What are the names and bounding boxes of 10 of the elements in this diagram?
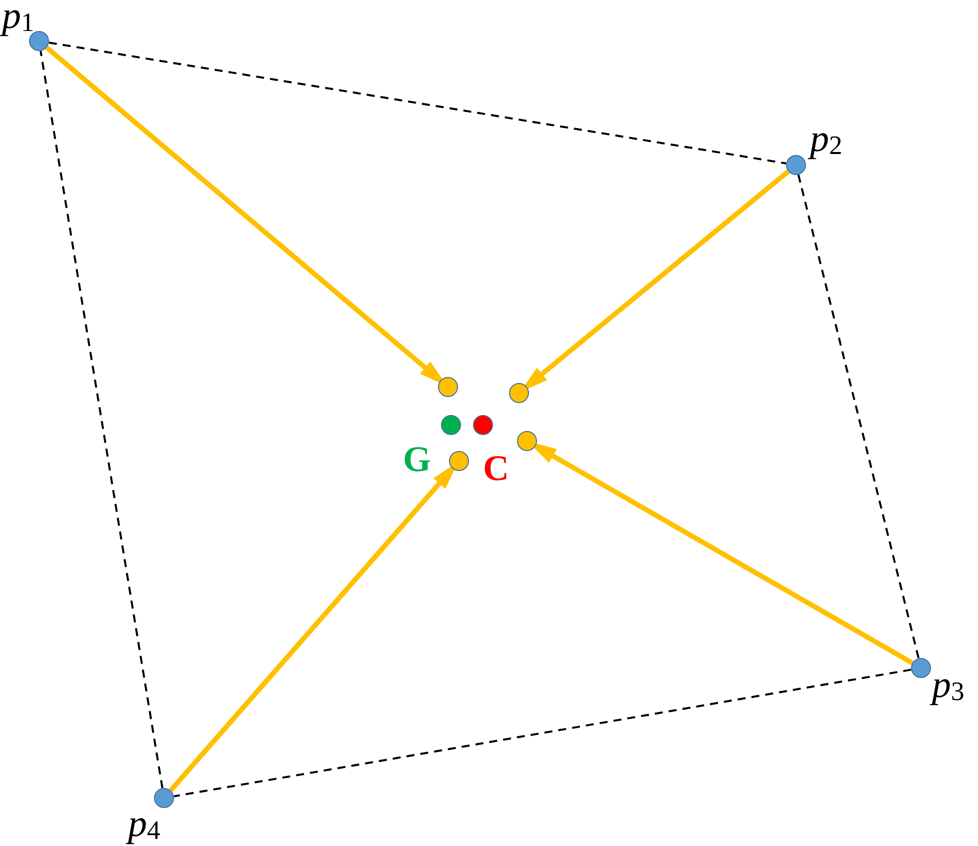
dashed-line <box>797 174 920 659</box>
point-label: G <box>403 441 432 477</box>
point-label: p$_{2}$ <box>810 123 842 160</box>
point-label: C <box>483 450 509 486</box>
point-label: p$_{3}$ <box>932 669 964 706</box>
dashed-line <box>40 50 164 788</box>
dashed-line <box>48 42 786 164</box>
point-label: p$_{1}$ <box>2 0 34 38</box>
dashed-line <box>174 668 912 798</box>
point-label: p$_{4}$ <box>128 808 160 846</box>
